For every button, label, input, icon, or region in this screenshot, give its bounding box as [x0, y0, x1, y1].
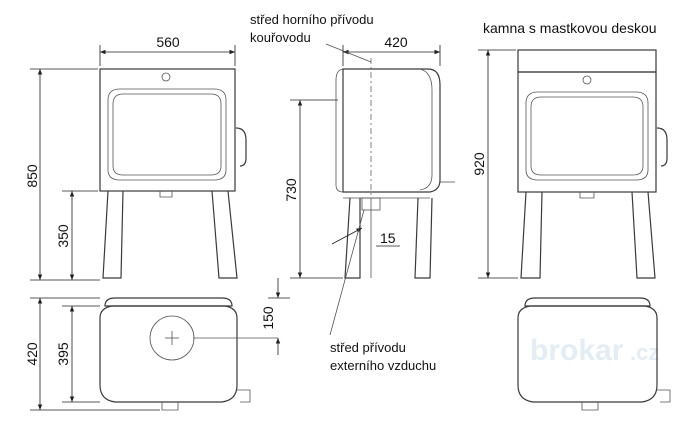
dim-side-depth: 420 [384, 34, 408, 50]
front-view: 560 850 350 [24, 34, 247, 281]
dim-front-leg-height: 350 [55, 224, 71, 248]
watermark-text: brokar [530, 334, 624, 367]
side-view: 420 730 15 [283, 34, 455, 336]
dim-front-height: 850 [24, 164, 40, 188]
dim-front-width: 560 [156, 34, 180, 50]
front-body [99, 68, 236, 192]
door-handle-icon [235, 127, 247, 167]
side-body [342, 68, 441, 193]
watermark-suffix: .cz [630, 340, 659, 365]
door-handle-icon [656, 127, 668, 167]
soapstone-top-body [517, 305, 658, 403]
side-leg-back [414, 197, 433, 279]
air-inlet-note-line-1: střed přívodu [330, 340, 406, 355]
top-body [99, 305, 238, 403]
front-window [107, 88, 227, 181]
front-leg-left [102, 190, 124, 279]
soapstone-body [517, 71, 657, 193]
air-inlet-note-line-2: externího vzduchu [330, 358, 436, 373]
dim-side-flue-height: 730 [283, 178, 299, 202]
dim-top-inlet-offset: 150 [260, 306, 276, 330]
page-title: kamna s mastkovou deskou [483, 20, 657, 36]
dim-side-inlet-offset: 15 [380, 230, 396, 246]
dim-soapstone-height: 920 [471, 152, 487, 176]
flue-center-note-line-1: střed horního přívodu [250, 12, 374, 27]
soapstone-view: brokar .cz 920 [471, 49, 671, 411]
soapstone-top-plate [517, 49, 657, 73]
flue-center-note-line-2: kouřovodu [250, 30, 311, 45]
front-leg-right [211, 190, 238, 279]
top-view: 150 420 395 [24, 278, 290, 411]
side-leg-front [344, 197, 361, 279]
logo-icon [161, 72, 171, 82]
logo-icon [582, 75, 592, 85]
dim-top-depth: 420 [24, 342, 40, 366]
dim-top-inner-depth: 395 [55, 342, 71, 366]
